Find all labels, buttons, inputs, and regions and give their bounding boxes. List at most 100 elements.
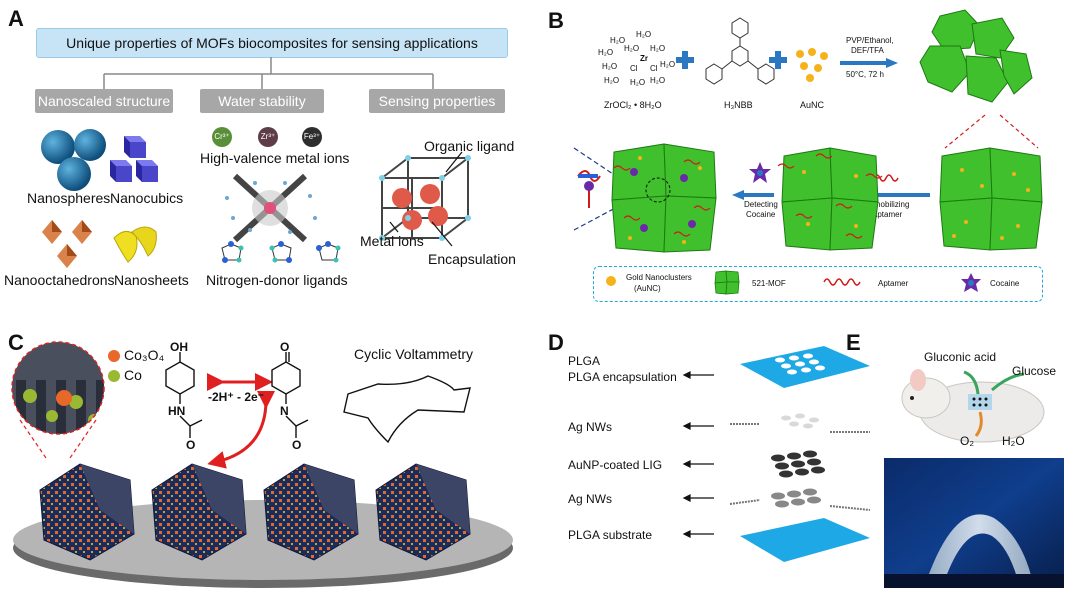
reagent-zrocl2: ZrOCl₂ • 8H₂O (604, 100, 662, 110)
crystal-3 (263, 463, 359, 561)
legend-co3o4-icon (108, 350, 120, 362)
nanooctahedrons-image (42, 220, 92, 268)
step-detect-1: Detecting (744, 200, 778, 209)
label-nanooctahedrons: Nanooctahedrons (4, 272, 115, 288)
crystal-4 (375, 463, 471, 561)
quinone-imine-molecule (271, 352, 309, 438)
step-immobilize-2: Aptamer (872, 210, 903, 219)
label-hn: HN (168, 404, 186, 418)
layer-plga-encap: PLGA encapsulation (568, 370, 677, 384)
category-water-stability: Water stability (200, 89, 324, 113)
step-detect-2: Cocaine (746, 210, 776, 219)
zoom-inset (11, 341, 105, 459)
legend-aunc-1: Gold Nanoclusters (626, 273, 692, 282)
cv-curve (343, 375, 471, 444)
crystal-1 (39, 463, 135, 561)
legend-aptamer: Aptamer (878, 279, 909, 288)
label-o2: O₂ (960, 434, 974, 448)
ion-zr: Zr³⁺ (258, 127, 278, 147)
label-high-valence: High-valence metal ions (200, 150, 350, 166)
water-3: H₂O (598, 48, 614, 57)
water-1: H₂O (610, 36, 626, 45)
panel-b-legend (593, 266, 1043, 302)
legend-mof: 521-MOF (752, 279, 786, 288)
cl-1: Cl (630, 64, 638, 73)
label-nanocubics: Nanocubics (110, 190, 184, 206)
aminophenol-molecule (165, 352, 203, 438)
aptamer-squiggle (873, 174, 899, 182)
layer-aunp-lig: AuNP-coated LIG (568, 458, 663, 472)
reagent-aunc: AuNC (800, 100, 825, 110)
crystal-2 (151, 463, 247, 561)
label-glucose: Glucose (1012, 364, 1057, 378)
co-mof-crystals (39, 463, 471, 561)
water-2: H₂O (636, 30, 652, 39)
plus-icon (676, 51, 694, 69)
water-7: H₂O (660, 60, 676, 69)
water-8: H₂O (604, 76, 620, 85)
mof-block-1 (573, 143, 717, 253)
mof-block-2 (777, 147, 883, 251)
panel-d-label: D (548, 330, 564, 355)
water-6: H₂O (602, 62, 618, 71)
panel-e-label: E (846, 330, 861, 355)
legend-co: Co (124, 367, 142, 383)
condition-2: DEF/TFA (851, 46, 884, 55)
water-5: H₂O (650, 44, 666, 53)
reaction-text: -2H⁺ - 2e⁻ (208, 390, 265, 404)
ion-cr: Cr³⁺ (212, 127, 232, 147)
panel-a-title: Unique properties of MOFs biocomposites … (36, 28, 508, 58)
legend-cocaine-icon (961, 273, 981, 292)
label-organic-ligand: Organic ligand (424, 138, 515, 154)
nanocubics-image (110, 136, 158, 182)
condition-1: PVP/Ethanol, (846, 36, 894, 45)
label-nanosheets: Nanosheets (114, 272, 189, 288)
flexible-sensor-photo (884, 458, 1064, 588)
arrow-detect (732, 190, 774, 200)
panel-b-label: B (548, 8, 564, 33)
label-o-3: O (292, 438, 302, 452)
legend-co-icon (108, 370, 120, 382)
category-sensing: Sensing properties (369, 89, 505, 113)
water-4: H₂O (624, 44, 640, 53)
legend-co3o4: Co₃O₄ (124, 347, 165, 363)
label-gluconic-acid: Gluconic acid (924, 350, 997, 364)
label-o-1: O (186, 438, 196, 452)
panel-c-label: C (8, 330, 24, 355)
mof-block-3 (939, 147, 1043, 251)
label-encapsulation: Encapsulation (428, 251, 516, 267)
layer-plga-encap-1: PLGA (568, 354, 601, 368)
label-h2o: H₂O (1002, 434, 1025, 448)
reagent-h3nbb: H₃NBB (724, 100, 753, 110)
water-stability-structure (225, 173, 317, 243)
mof-aggregate-image (919, 9, 1033, 103)
legend-mof-icon (714, 270, 740, 295)
condition-3: 50°C, 72 h (846, 70, 884, 79)
cl-2: Cl (650, 64, 658, 73)
layer-agnws-2: Ag NWs (568, 492, 613, 506)
label-n: N (280, 404, 289, 418)
zr-atom: Zr (640, 54, 648, 63)
nanosheets-image (113, 226, 157, 263)
legend-aptamer-icon (823, 278, 861, 286)
h3nbb-molecule (705, 17, 775, 85)
mouse-image (884, 346, 1064, 458)
synthesis-arrow (840, 58, 898, 68)
layer-stack (729, 346, 871, 562)
step-immobilize-1: Immobilizing (865, 200, 910, 209)
reaction-arrows (207, 373, 276, 469)
cv-title: Cyclic Voltammetry (354, 346, 474, 362)
plus-icon-2 (769, 51, 787, 69)
cocaine-icon (749, 162, 771, 183)
label-oh: OH (170, 340, 188, 354)
panel-a-label: A (8, 6, 24, 31)
layer-plga-substrate: PLGA substrate (568, 528, 653, 542)
label-metal-ions: Metal ions (360, 233, 424, 249)
aunc-cluster (796, 48, 828, 82)
category-nanoscaled: Nanoscaled structure (35, 89, 173, 113)
water-9: H₂O (630, 78, 646, 87)
